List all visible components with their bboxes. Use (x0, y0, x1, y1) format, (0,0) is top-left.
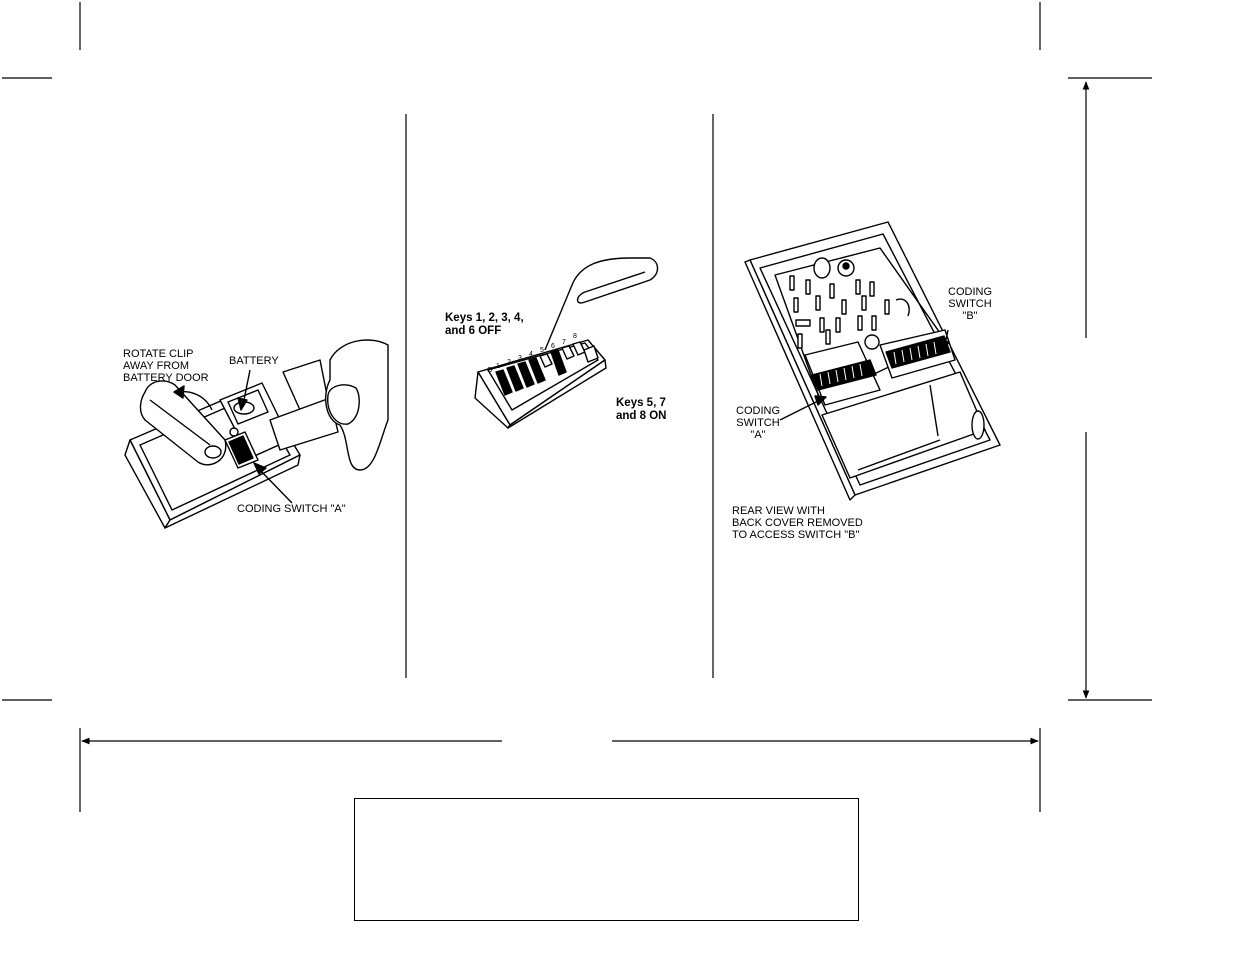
svg-text:3: 3 (518, 355, 522, 362)
coding-switch-b-label: CODING SWITCH "B" (948, 286, 992, 322)
keys-off-label: Keys 1, 2, 3, 4, and 6 OFF (445, 312, 524, 337)
rear-view-caption: REAR VIEW WITH BACK COVER REMOVED TO ACC… (732, 505, 863, 541)
svg-text:6: 6 (551, 343, 555, 350)
svg-text:4: 4 (529, 351, 533, 358)
svg-text:5: 5 (540, 347, 544, 354)
coding-switch-a-rear-label: CODING SWITCH "A" (736, 405, 780, 441)
svg-text:2: 2 (507, 359, 511, 366)
battery-label: BATTERY (229, 355, 279, 367)
svg-text:8: 8 (573, 333, 577, 340)
svg-text:1: 1 (496, 363, 500, 370)
svg-text:7: 7 (562, 339, 566, 346)
coding-switch-a-label: CODING SWITCH "A" (237, 503, 346, 515)
keys-on-label: Keys 5, 7 and 8 ON (616, 397, 667, 422)
rotate-clip-label: ROTATE CLIP AWAY FROM BATTERY DOOR (123, 348, 209, 384)
svg-text:O: O (487, 367, 493, 374)
bottom-text-box (354, 798, 859, 921)
